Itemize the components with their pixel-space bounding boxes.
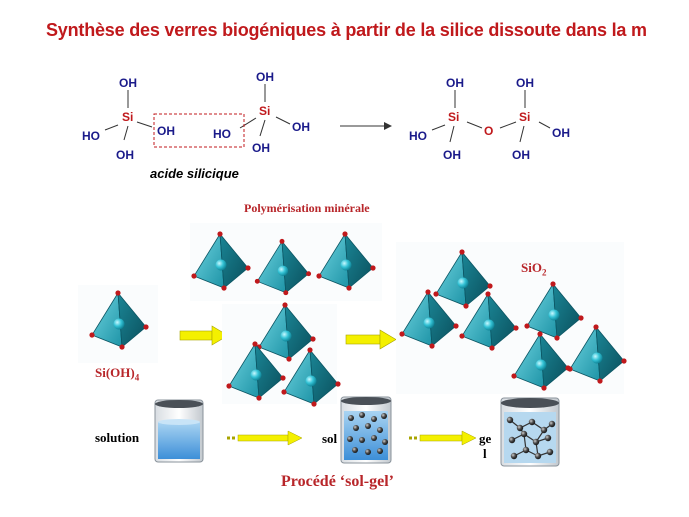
gel-particles [506, 416, 556, 460]
solgel-arrow-1 [227, 430, 303, 446]
reaction-arrow [340, 122, 392, 130]
ho-left: HO [213, 127, 231, 141]
network-formula: SiO [521, 260, 542, 275]
monomer-subscript: 4 [134, 372, 140, 383]
monomer-formula: Si(OH) [95, 365, 135, 380]
ho-left: HO [409, 129, 427, 143]
oh-right: OH [157, 124, 175, 138]
process-label: Procédé ‘sol-gel’ [281, 473, 394, 490]
network-subscript: 2 [541, 267, 547, 278]
gel-label-line-2: l [483, 446, 487, 461]
oh-bottom-left: OH [443, 148, 461, 162]
slide-title: Synthèse des verres biogéniques à partir… [46, 20, 647, 40]
si-atom-right: Si [519, 110, 531, 124]
monomer-label: Si(OH)4 [95, 365, 139, 383]
oh-right: OH [552, 126, 570, 140]
sol-particles [347, 412, 388, 455]
si-atom: Si [259, 104, 271, 118]
polymer-chain-tetrahedra [190, 230, 377, 296]
oh-top: OH [256, 70, 274, 84]
bridging-oxygen: O [484, 124, 494, 138]
ho-left: HO [82, 129, 100, 143]
gel-label-line-1: ge [479, 431, 492, 446]
oh-bottom: OH [116, 148, 134, 162]
yellow-arrow-2 [345, 329, 397, 350]
oh-bottom: OH [252, 141, 270, 155]
network-label: SiO2 [521, 260, 546, 278]
oh-top-right: OH [516, 76, 534, 90]
yellow-arrow-1 [179, 325, 229, 346]
oh-right: OH [292, 120, 310, 134]
beaker-solution [154, 399, 204, 463]
solgel-arrow-2 [409, 430, 477, 446]
silicic-acid-caption: acide silicique [150, 166, 239, 181]
oh-top: OH [119, 76, 137, 90]
si-atom: Si [122, 110, 134, 124]
solution-label: solution [95, 430, 140, 445]
condensation-dashed-box [153, 113, 245, 148]
oh-top-left: OH [446, 76, 464, 90]
si-atom-left: Si [448, 110, 460, 124]
bond-lines [104, 84, 551, 143]
polymerisation-label: Polymérisation minérale [244, 201, 370, 215]
beaker-gel [500, 397, 560, 467]
oh-bottom-right: OH [512, 148, 530, 162]
sol-label: sol [322, 431, 338, 446]
